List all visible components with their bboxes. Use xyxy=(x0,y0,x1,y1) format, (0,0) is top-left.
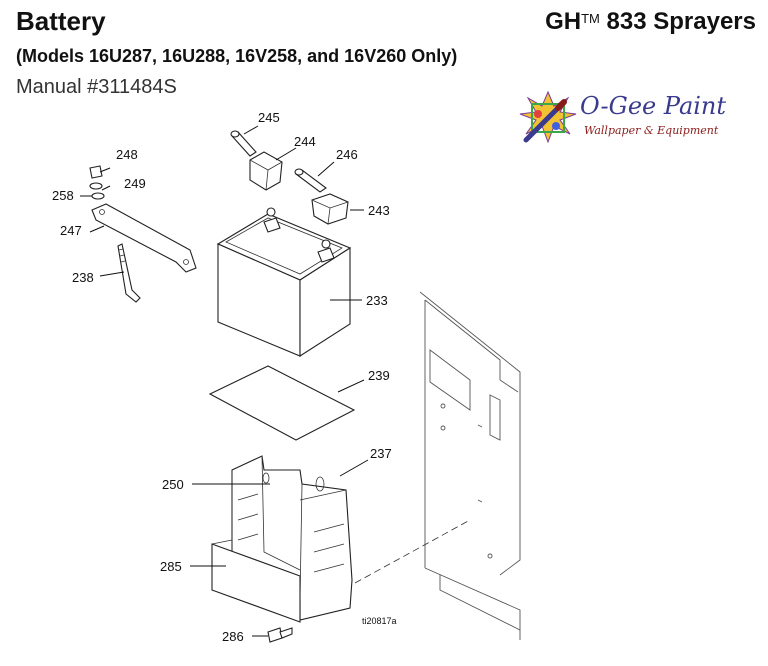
leader-lines xyxy=(80,125,369,637)
label-244: 244 xyxy=(294,134,316,149)
trademark-mark: TM xyxy=(581,11,600,26)
insulator-edge xyxy=(211,539,233,545)
label-250: 250 xyxy=(162,477,184,492)
product-prefix: GH xyxy=(545,8,582,35)
label-245: 245 xyxy=(258,110,280,125)
battery-pad-239 xyxy=(208,365,356,441)
company-logo[interactable]: O-Gee Paint Wallpaper & Equipment xyxy=(518,90,758,146)
label-286: 286 xyxy=(222,629,244,644)
label-285: 285 xyxy=(160,559,182,574)
battery-233 xyxy=(216,207,352,358)
terminal-cable-246 xyxy=(294,168,327,193)
diagram-reference: ti20817a xyxy=(362,616,397,626)
label-246: 246 xyxy=(336,147,358,162)
models-subtitle: (Models 16U287, 16U288, 16V258, and 16V2… xyxy=(16,46,458,66)
logo-name: O-Gee Paint xyxy=(580,92,727,120)
j-bolt-238 xyxy=(117,243,141,303)
sprayer-frame-outline xyxy=(419,291,521,640)
product-suffix: 833 Sprayers xyxy=(599,8,756,35)
label-243: 243 xyxy=(368,203,390,218)
hold-down-bracket-247 xyxy=(91,203,197,273)
logo-tagline: Wallpaper & Equipment xyxy=(584,124,719,137)
paint-brush-rainbow-icon xyxy=(519,90,577,144)
fastener-hardware-group xyxy=(89,165,105,200)
page-title: Battery xyxy=(16,6,106,36)
label-258: 258 xyxy=(52,188,74,203)
screw-286 xyxy=(267,627,293,643)
terminal-boot-243 xyxy=(311,193,349,225)
label-237: 237 xyxy=(370,446,392,461)
label-247: 247 xyxy=(60,223,82,238)
mounting-centerline xyxy=(354,519,471,584)
label-239: 239 xyxy=(368,368,390,383)
label-249: 249 xyxy=(124,176,146,191)
terminal-boot-244 xyxy=(249,151,283,191)
manual-number: Manual #311484S xyxy=(16,76,177,98)
product-title: GHTM 833 Sprayers xyxy=(545,8,756,36)
label-233: 233 xyxy=(366,293,388,308)
terminal-cable-245 xyxy=(230,130,257,157)
tray-insulator-285 xyxy=(211,543,301,623)
label-238: 238 xyxy=(72,270,94,285)
label-248: 248 xyxy=(116,147,138,162)
